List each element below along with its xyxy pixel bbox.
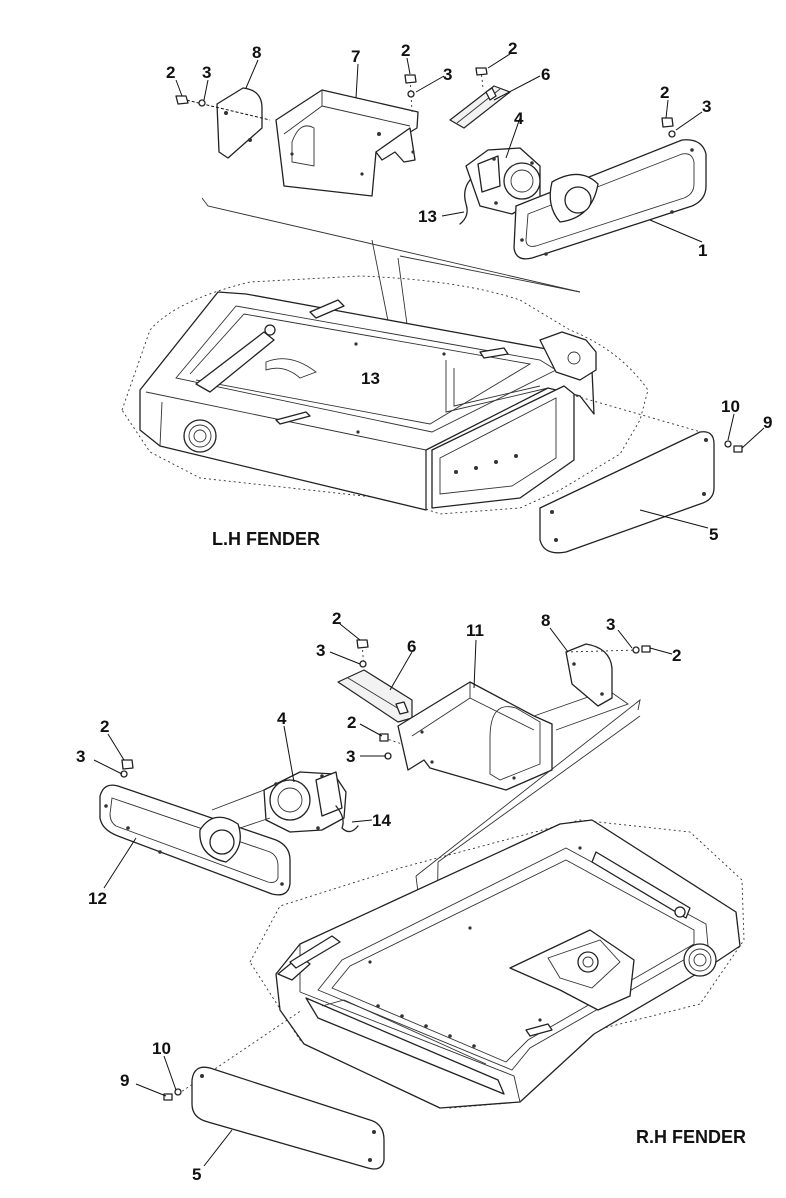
- callout-label: 3: [346, 747, 355, 766]
- callout-label: 3: [702, 97, 711, 116]
- callout-label: 11: [466, 621, 484, 640]
- callout-label: 6: [541, 65, 550, 84]
- bracket-11: [397, 681, 629, 791]
- head-lamp-4: [459, 147, 541, 225]
- callout-label: 2: [672, 646, 681, 665]
- lamp-bezel-12: [99, 759, 291, 896]
- rh-leader-lines: [93, 623, 673, 1167]
- lamp-bezel-1: [513, 117, 707, 260]
- callout-label: 9: [763, 413, 772, 432]
- callout-label: 3: [606, 615, 615, 634]
- callout-label: 2: [166, 63, 175, 82]
- callout-label: 10: [721, 397, 740, 416]
- callout-label: 13: [418, 207, 437, 226]
- lh-leader-lines: [175, 53, 765, 529]
- callout-label: 3: [76, 747, 85, 766]
- head-lamp-4-rh: [211, 771, 359, 833]
- callout-label: 8: [541, 611, 550, 630]
- bolt-and-washer-left-cover: [175, 95, 271, 121]
- cover-plate-8: [216, 87, 263, 159]
- callout-label: 5: [709, 525, 718, 544]
- callout-label: 10: [152, 1039, 171, 1058]
- callout-label: 5: [192, 1165, 201, 1184]
- callout-label: 2: [401, 41, 410, 60]
- callout-label: 4: [514, 109, 524, 128]
- callout-label: 13: [361, 369, 380, 388]
- bolts-over-bracket-6-rh: [356, 639, 369, 673]
- callout-label: 2: [508, 39, 517, 58]
- bracket-7: [275, 89, 419, 197]
- lh-fender-body: [121, 275, 649, 515]
- callout-label: 12: [88, 889, 107, 908]
- lamp-bracket-6-rh: [337, 669, 413, 723]
- bolts-at-bracket-11: [379, 733, 403, 760]
- lh-callouts: 2 3 8 7 2 3 2 6 2 3 4 13 1 13 10 9 5: [166, 39, 772, 544]
- rh-callouts: 2 3 6 11 8 3 2 2 3 4 3 2 14 12 10 9 5: [76, 609, 681, 1184]
- callout-label: 4: [277, 709, 287, 728]
- callout-label: 8: [252, 43, 261, 62]
- callout-label: 2: [100, 717, 109, 736]
- rh-fender-body: [249, 819, 745, 1109]
- callout-label: 2: [660, 83, 669, 102]
- callout-label: 14: [372, 811, 391, 830]
- lamp-bracket-6: [449, 85, 511, 129]
- callout-label: 6: [407, 637, 416, 656]
- callout-label: 3: [316, 641, 325, 660]
- callout-label: 7: [351, 47, 360, 66]
- callout-label: 3: [443, 65, 452, 84]
- callout-label: 9: [120, 1071, 129, 1090]
- side-cover-5-rh: [163, 1066, 385, 1170]
- lh-fender-assembly: 2 3 8 7 2 3 2 6 2 3 4 13 1 13 10 9 5 L.H…: [121, 39, 772, 554]
- cover-plate-8-rh: [565, 643, 651, 707]
- lh-fender-caption: L.H FENDER: [212, 529, 320, 549]
- callout-label: 1: [698, 241, 707, 260]
- bolts-over-bracket-7: [404, 67, 488, 113]
- callout-label: 3: [202, 63, 211, 82]
- rh-fender-assembly: 2 3 6 11 8 3 2 2 3 4 3 2 14 12 10 9 5 R.…: [76, 609, 746, 1184]
- rh-fender-caption: R.H FENDER: [636, 1127, 746, 1147]
- side-cover-5: [539, 431, 743, 554]
- callout-label: 2: [347, 713, 356, 732]
- callout-label: 2: [332, 609, 341, 628]
